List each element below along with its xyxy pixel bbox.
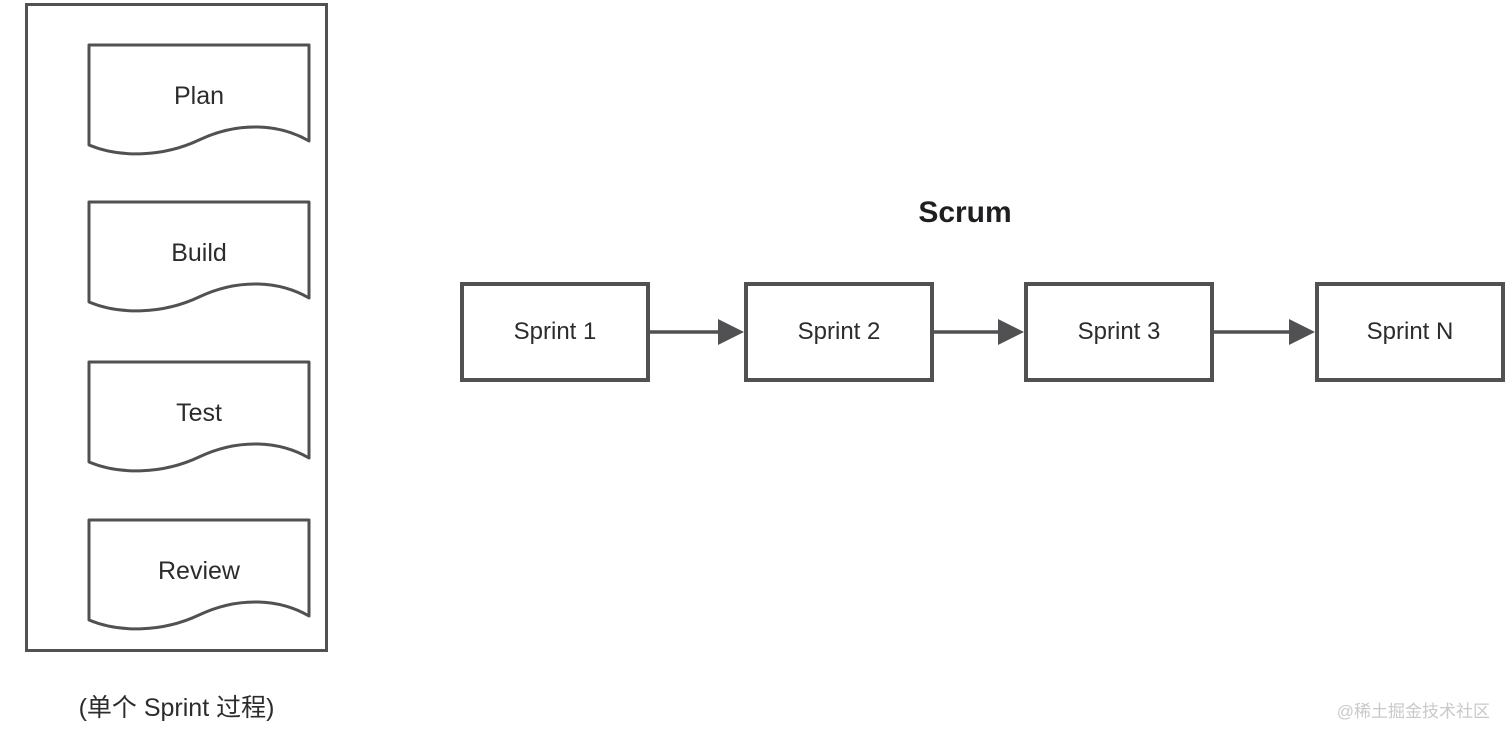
document-shape-icon — [87, 518, 311, 631]
sprint-box-1: Sprint 1 — [460, 282, 650, 382]
document-shape-icon — [87, 360, 311, 473]
process-step-review: Review — [85, 516, 313, 634]
process-step-test: Test — [85, 358, 313, 476]
sprint-box-label: Sprint 1 — [513, 318, 597, 345]
sprint-box-label: Sprint N — [1366, 318, 1454, 345]
arrow-right-icon — [650, 319, 744, 345]
process-step-label: Build — [171, 238, 227, 267]
process-step-label: Plan — [173, 81, 225, 110]
document-shape-icon — [87, 43, 311, 156]
sprint-box-label: Sprint 3 — [1077, 318, 1161, 345]
process-step-label: Test — [176, 398, 222, 427]
sprint-process-container: Plan Build Test Review — [25, 3, 328, 652]
sprint-box-2: Sprint 2 — [744, 282, 934, 382]
process-step-label: Review — [158, 556, 240, 585]
sprint-box-3: Sprint 3 — [1024, 282, 1214, 382]
document-shape-icon — [87, 200, 311, 313]
sprint-box-n: Sprint N — [1315, 282, 1505, 382]
process-step-build: Build — [85, 198, 313, 316]
arrow-right-icon — [1212, 319, 1315, 345]
watermark: @稀土掘金技术社区 — [1336, 702, 1490, 721]
sprint-process-caption: (单个 Sprint 过程) — [78, 694, 275, 722]
sprint-box-label: Sprint 2 — [797, 318, 881, 345]
process-step-plan: Plan — [85, 41, 313, 159]
arrow-right-icon — [933, 319, 1024, 345]
scrum-title: Scrum — [918, 196, 1012, 229]
